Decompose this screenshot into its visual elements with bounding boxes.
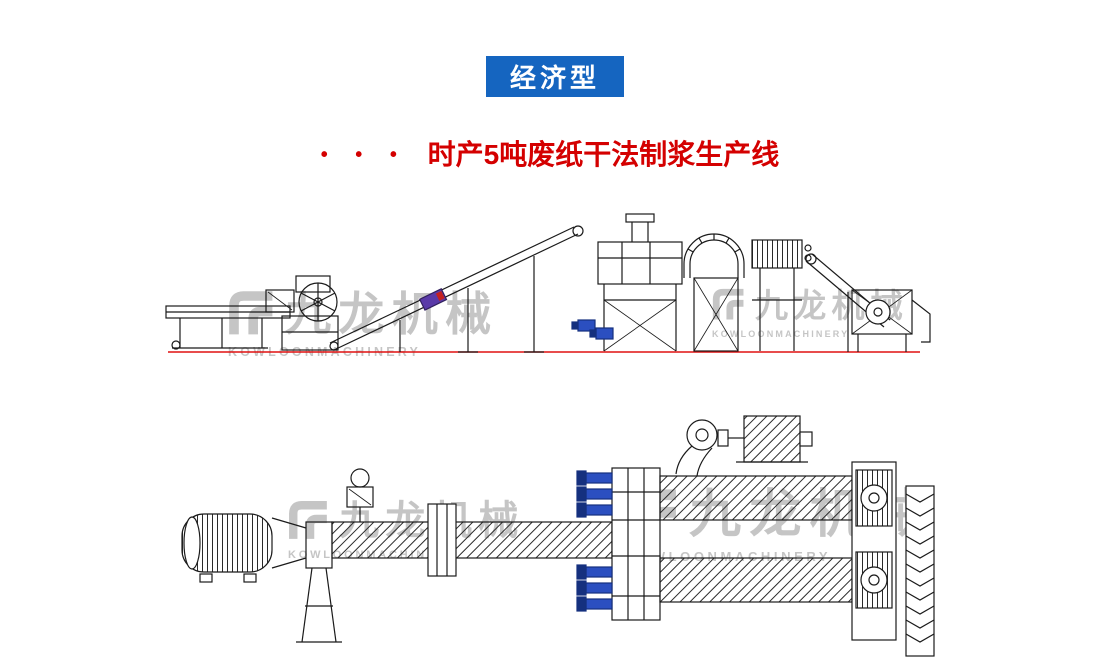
pump-units — [571, 319, 614, 340]
inlet-nozzles — [576, 470, 613, 612]
title-bullets: • • • — [320, 144, 408, 166]
economy-type-badge: 经济型 — [486, 56, 624, 97]
drive-motor — [675, 415, 813, 477]
discharge-machine — [851, 289, 931, 352]
shredder — [265, 275, 339, 351]
screw-conveyor — [331, 503, 613, 577]
support-tower — [693, 277, 739, 352]
arch-duct — [683, 233, 745, 278]
inlet-header — [611, 467, 661, 621]
page-title: • • • 时产5吨废纸干法制浆生产线 — [0, 133, 1100, 173]
kowloon-logo-icon — [289, 501, 327, 539]
material-on-belt — [418, 287, 448, 311]
title-text: 时产5吨废纸干法制浆生产线 — [427, 139, 780, 170]
drive-end-frame — [851, 461, 897, 641]
transition-cone — [271, 517, 342, 643]
incline-conveyor-1 — [329, 225, 584, 353]
screen-cylinders — [659, 475, 853, 603]
watermark-en-text: KOWLOONMACHINERY — [712, 329, 850, 339]
screening-machine — [597, 213, 683, 352]
drum-pulper — [181, 513, 273, 583]
corrugated-column — [905, 485, 935, 657]
bottom-line-diagram — [181, 415, 935, 657]
kowloon-logo-icon — [712, 288, 744, 320]
top-line-diagram — [165, 213, 931, 353]
comb-separator — [751, 239, 812, 351]
feed-pump — [346, 468, 374, 522]
